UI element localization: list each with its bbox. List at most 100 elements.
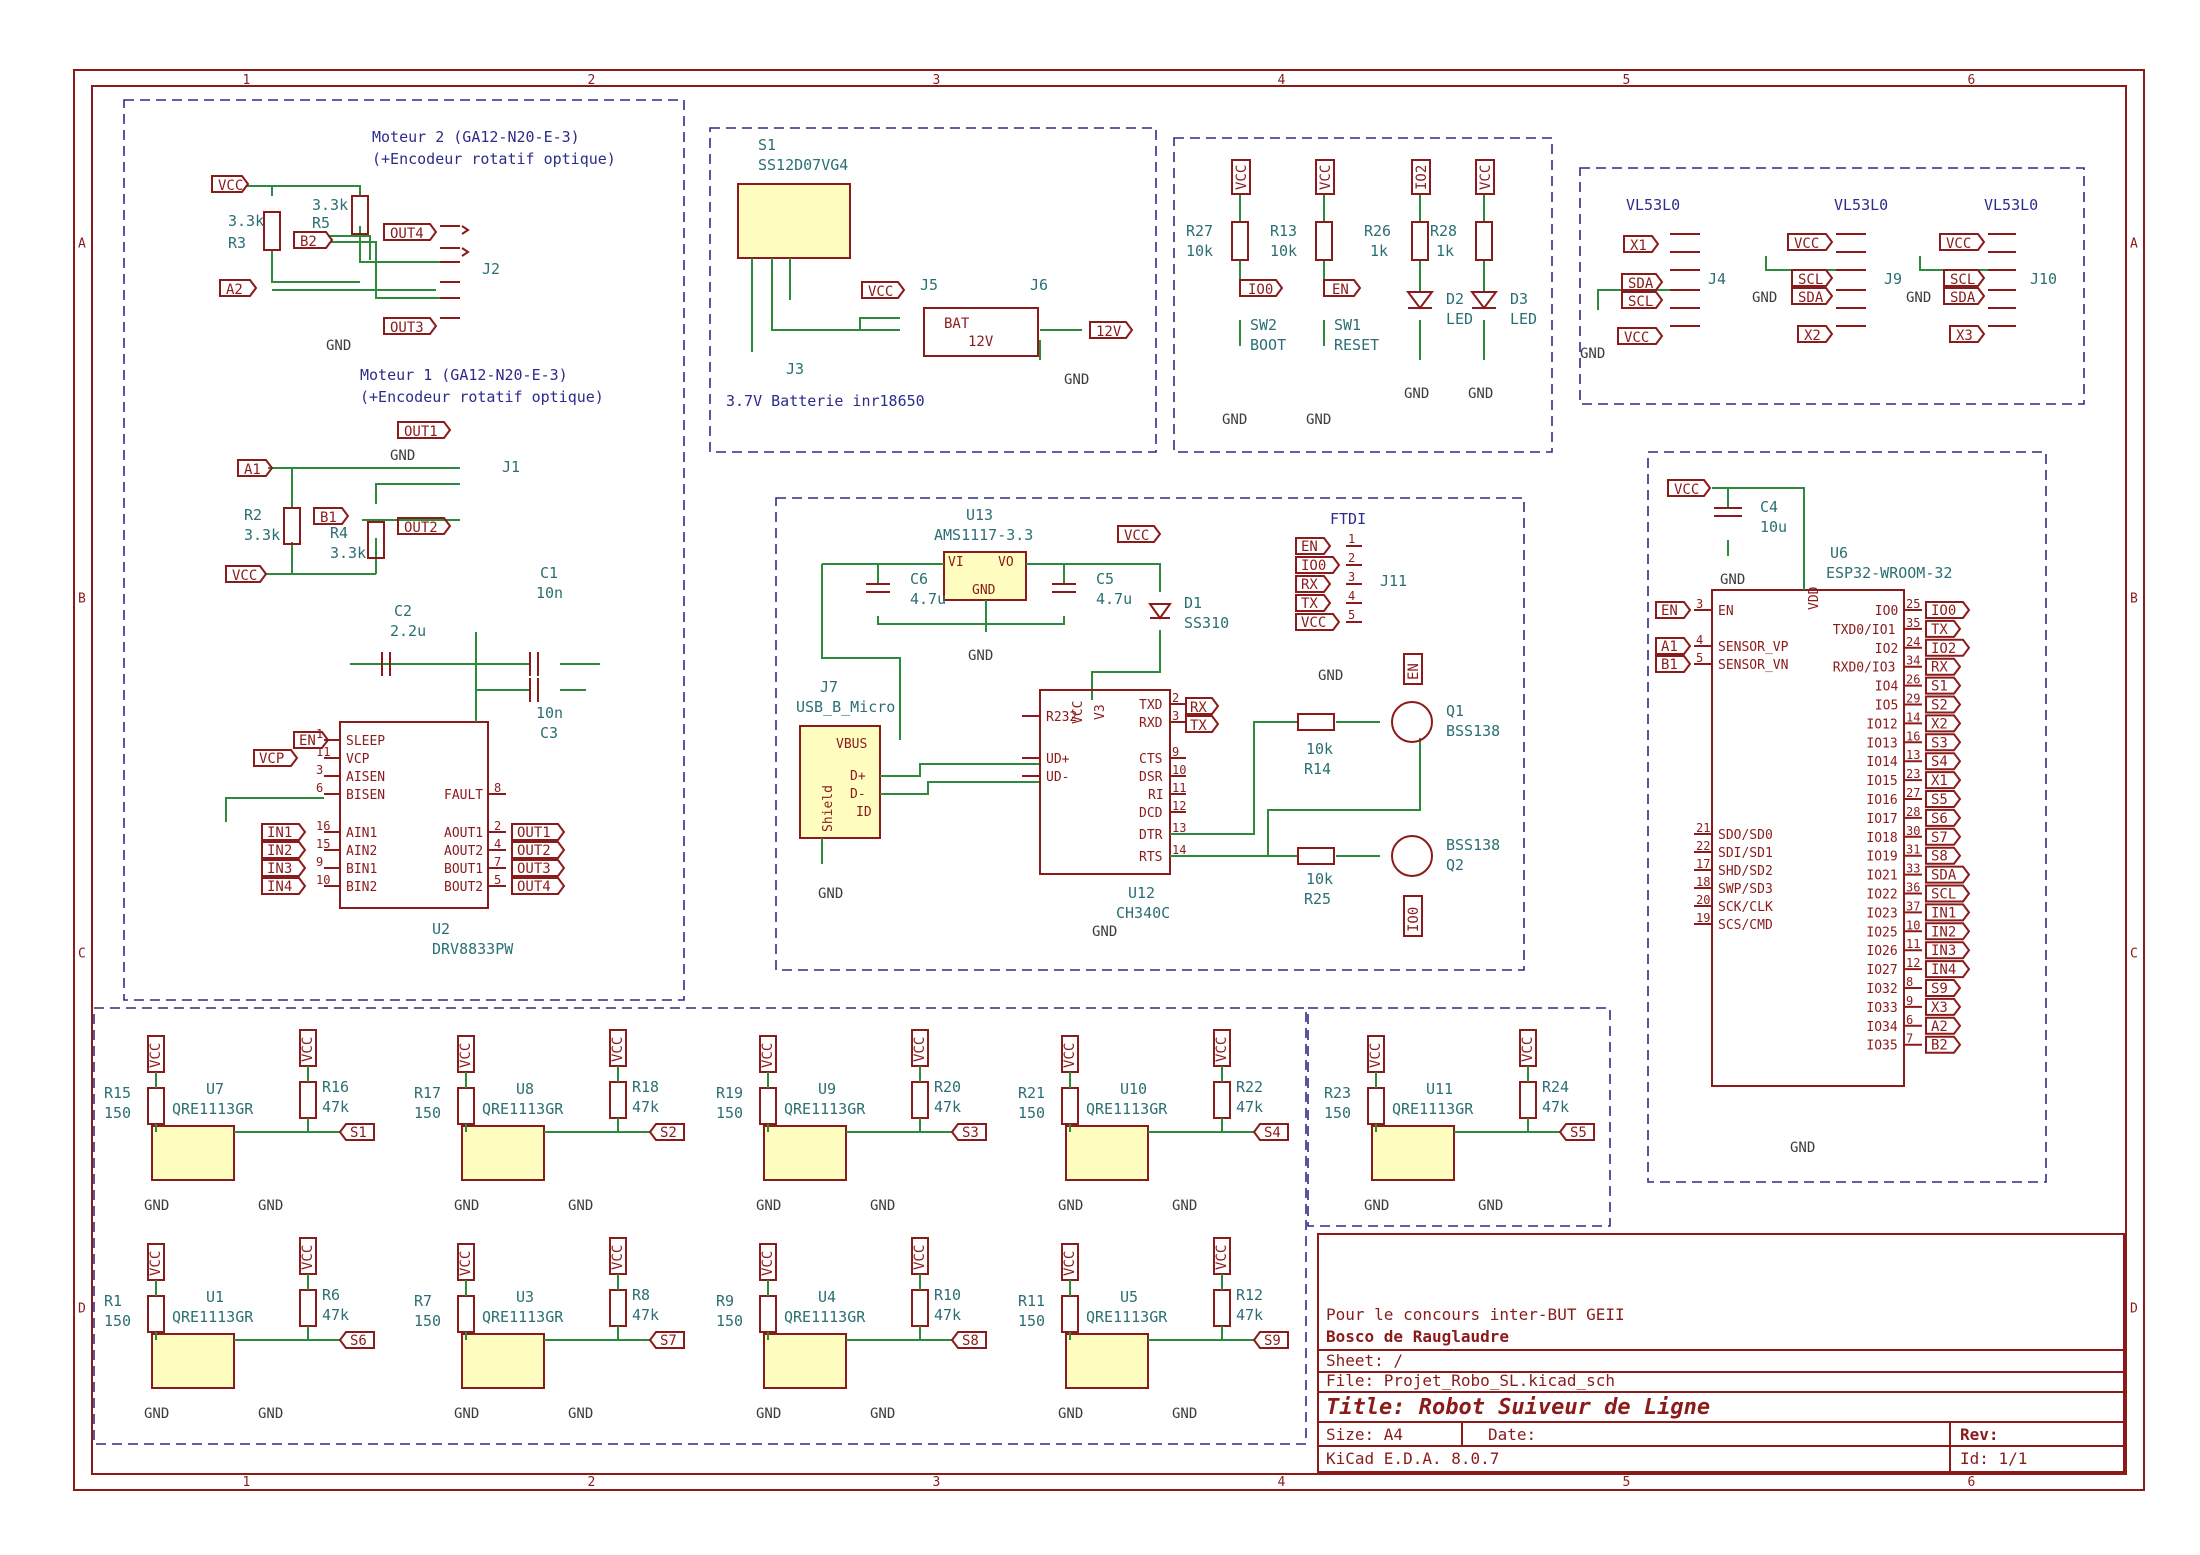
- svg-text:VCC: VCC: [458, 1251, 474, 1276]
- vcc-label: VCC: [911, 1237, 929, 1275]
- u6-value: ESP32-WROOM-32: [1826, 564, 1952, 582]
- ch-pin-num: 13: [1172, 821, 1186, 835]
- drv-pin-label: SLEEP: [346, 734, 385, 749]
- col-label-bottom: 4: [1278, 1475, 1286, 1490]
- in-label: IN3: [261, 859, 307, 877]
- esp-net-label: IN1: [1925, 903, 1971, 921]
- r2-ref: R10: [934, 1286, 961, 1304]
- en-label: EN: [1403, 653, 1423, 685]
- svg-text:OUT4: OUT4: [517, 879, 551, 895]
- io0-label: IO0: [1239, 279, 1284, 298]
- ftdi-label: RX: [1295, 575, 1332, 593]
- sensors-section: [93, 1007, 1307, 1445]
- svg-text:IN4: IN4: [1931, 962, 1956, 978]
- ch-pin-num: 10: [1172, 763, 1186, 777]
- row-label-left: B: [78, 592, 86, 607]
- motor1-block: Moteur 1 (GA12-N20-E-3) (+Encodeur rotat…: [225, 366, 604, 584]
- vcc-label: VCC: [457, 1035, 475, 1073]
- gnd-label: GND: [454, 1198, 479, 1214]
- d2-value: LED: [1446, 310, 1473, 328]
- s1-value: SS12D07VG4: [758, 156, 848, 174]
- svg-text:VCC: VCC: [1674, 482, 1699, 498]
- esp-pin-num: 29: [1906, 692, 1920, 706]
- gnd-label: GND: [1222, 412, 1247, 428]
- esp-left-pins: EN3SENSOR_VP4SENSOR_VN5SDO/SD021SDI/SD12…: [1655, 597, 1789, 933]
- r4-value: 3.3k: [330, 544, 366, 562]
- svg-text:S5: S5: [1570, 1125, 1587, 1141]
- esp-pin-label: IO5: [1875, 699, 1898, 714]
- drv-pin-label: BISEN: [346, 788, 385, 803]
- motor-driver-section: [123, 99, 685, 1001]
- svg-text:RX: RX: [1931, 660, 1948, 676]
- svg-text:VCC: VCC: [1234, 165, 1250, 190]
- drv-pin-num: 6: [316, 781, 323, 795]
- svg-text:S1: S1: [350, 1125, 367, 1141]
- j5-ref: J5: [920, 276, 938, 294]
- drv-pin-label: BIN2: [346, 880, 377, 895]
- drv-pin-label: FAULT: [444, 788, 483, 803]
- r2-ref: R2: [244, 506, 262, 524]
- r1-value: 150: [104, 1312, 131, 1330]
- esp-net-label: B2: [1925, 1035, 1962, 1054]
- esp-pin-label: IO35: [1866, 1039, 1897, 1054]
- r2-value: 47k: [934, 1098, 961, 1116]
- tb-sheet: Sheet: /: [1326, 1351, 1403, 1370]
- ch-pin-label: RI: [1148, 788, 1164, 803]
- esp-pin-num: 28: [1906, 805, 1920, 819]
- r3-ref: R3: [228, 234, 246, 252]
- esp-pin-label: SENSOR_VP: [1718, 640, 1789, 655]
- c2-ref: C2: [394, 602, 412, 620]
- sda-label: SDA: [1621, 273, 1664, 292]
- r1-symbol: [1061, 1087, 1079, 1125]
- u12-value: CH340C: [1116, 904, 1170, 922]
- r1-ref: R9: [716, 1292, 734, 1310]
- sensor-body: [151, 1125, 235, 1181]
- u6-ref: U6: [1830, 544, 1848, 562]
- drv-pin-num: 10: [316, 873, 330, 887]
- svg-text:VCC: VCC: [1478, 165, 1494, 190]
- battery-block: S1 SS12D07VG4 BAT 12V J5 J6 J3 3.7V Batt…: [726, 136, 1134, 410]
- sensor-ref: U4: [818, 1288, 836, 1306]
- r1-ref: R23: [1324, 1084, 1351, 1102]
- d1-ref: D1: [1184, 594, 1202, 612]
- ftdi-label: EN: [1295, 537, 1332, 555]
- r1-symbol: [457, 1087, 475, 1125]
- ftdi-pin-num: 1: [1348, 532, 1355, 546]
- svg-text:X1: X1: [1630, 238, 1647, 254]
- d1-value: SS310: [1184, 614, 1229, 632]
- svg-text:VCC: VCC: [1520, 1037, 1536, 1062]
- svg-text:S2: S2: [660, 1125, 677, 1141]
- c4-ref: C4: [1760, 498, 1778, 516]
- sensor-part: QRE1113GR: [482, 1308, 564, 1326]
- tof-block: VL53L0 VL53L0 VL53L0 J4 J9 J10 X1 SDA SC…: [1580, 196, 2057, 362]
- r2-value: 47k: [934, 1306, 961, 1324]
- vo-pin: VO: [998, 555, 1014, 570]
- svg-text:S3: S3: [1931, 735, 1948, 751]
- svg-text:VCC: VCC: [1794, 236, 1819, 252]
- r1-symbol: [759, 1295, 777, 1333]
- rx-label: RX: [1185, 697, 1220, 716]
- b2-label: B2: [293, 231, 334, 250]
- drv-pin-label: AISEN: [346, 770, 385, 785]
- sda-label: SDA: [1791, 287, 1834, 306]
- ch-pin-label: R232: [1046, 710, 1077, 725]
- j11-ref: J11: [1380, 572, 1407, 590]
- vcc-label: VCC: [1213, 1237, 1231, 1275]
- dp-pin: D+: [850, 769, 866, 784]
- sensor-body: [763, 1333, 847, 1389]
- sw1-value: RESET: [1334, 336, 1379, 354]
- sensor-part: QRE1113GR: [784, 1100, 866, 1118]
- gnd-label: GND: [144, 1406, 169, 1422]
- svg-text:SCL: SCL: [1950, 272, 1975, 288]
- esp-pin-num: 19: [1696, 911, 1710, 925]
- ftdi-pin-num: 2: [1348, 551, 1355, 565]
- esp-pin-label: RXD0/IO3: [1833, 661, 1896, 676]
- gnd-label: GND: [870, 1198, 895, 1214]
- c3-ref: C3: [540, 724, 558, 742]
- drv-left-pins: SLEEP1VCP11AISEN3BISEN6AIN116AIN215BIN19…: [253, 727, 385, 895]
- r25-ref: R25: [1304, 890, 1331, 908]
- vcc-label: VCC: [1475, 159, 1495, 195]
- en-label: EN: [1655, 601, 1692, 619]
- r13-value: 10k: [1270, 242, 1297, 260]
